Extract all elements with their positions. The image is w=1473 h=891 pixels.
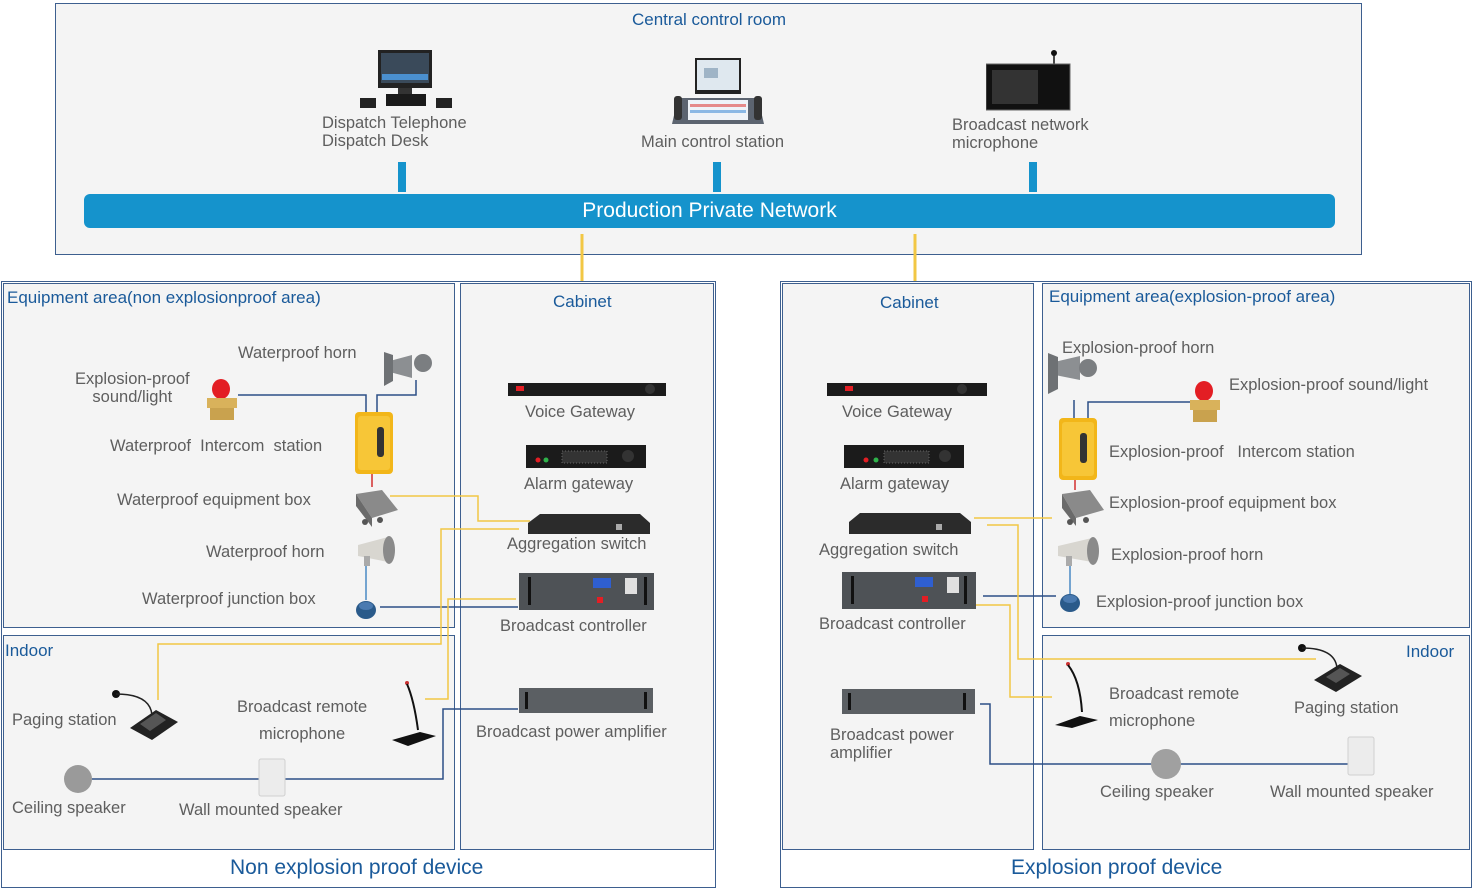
left-alarm-gateway-label: Alarm gateway [524,475,634,493]
left-ceiling-speaker-label: Ceiling speaker [12,799,126,817]
left-indoor-title: Indoor [5,641,54,660]
left-equipment-area-title: Equipment area(non explosionproof area) [7,288,321,307]
explosion-proof-equipment-box-label: Explosion-proof equipment box [1109,494,1337,512]
right-alarm-gateway-label: Alarm gateway [840,475,950,493]
right-remote-mic-label: Broadcast remote microphone [1109,685,1240,730]
right-paging-station-label: Paging station [1294,699,1399,717]
left-aggregation-switch-label: Aggregation switch [507,535,647,553]
explosion-proof-horn-top-label: Explosion-proof horn [1062,339,1215,357]
left-cabinet-panel [460,283,714,850]
left-equipment-area-panel [3,283,455,628]
left-cabinet-title: Cabinet [553,292,612,311]
broadcast-network-microphone-icon [985,48,1072,112]
main-control-station-label: Main control station [641,133,785,151]
network-link-broadcast-mic [1029,162,1037,192]
right-indoor-panel [1042,635,1470,850]
left-power-amplifier-label: Broadcast power amplifier [476,723,667,741]
dispatch-desk-icon [358,50,454,110]
right-indoor-title: Indoor [1406,642,1455,661]
production-private-network-bar: Production Private Network [84,194,1335,228]
right-power-amplifier-label: Broadcast power amplifier [830,726,954,762]
left-voice-gateway-label: Voice Gateway [525,403,636,421]
right-equipment-area-title: Equipment area(explosion-proof area) [1049,287,1336,306]
waterproof-equipment-box-label: Waterproof equipment box [117,491,311,509]
network-link-dispatch [398,162,406,192]
central-control-room-title: Central control room [632,10,787,29]
explosion-proof-footer: Explosion proof device [1011,856,1223,879]
network-link-main-control [713,162,721,192]
explosion-proof-intercom-label: Explosion-proof Intercom station [1109,443,1355,461]
left-paging-station-label: Paging station [12,711,117,729]
dispatch-desk-label: Dispatch Telephone Dispatch Desk [322,114,467,150]
left-remote-mic-label: Broadcast remote microphone [237,698,368,743]
waterproof-intercom-label: Waterproof Intercom station [110,437,323,455]
waterproof-junction-box-label: Waterproof junction box [142,590,316,608]
waterproof-horn-bottom-label: Waterproof horn [206,543,325,561]
right-cabinet-panel [782,283,1034,850]
non-explosion-proof-footer: Non explosion proof device [230,856,484,879]
left-broadcast-controller-label: Broadcast controller [500,617,647,635]
right-broadcast-controller-label: Broadcast controller [819,615,966,633]
waterproof-horn-top-label: Waterproof horn [238,344,357,362]
right-aggregation-switch-label: Aggregation switch [819,541,959,559]
left-wall-speaker-label: Wall mounted speaker [179,801,343,819]
explosion-proof-sound-light-label: Explosion-proof sound/light [1229,376,1429,394]
right-cabinet-title: Cabinet [880,293,939,312]
right-voice-gateway-label: Voice Gateway [842,403,953,421]
main-control-station-icon [668,58,768,128]
right-wall-speaker-label: Wall mounted speaker [1270,783,1434,801]
right-ceiling-speaker-label: Ceiling speaker [1100,783,1214,801]
sound-light-label: Explosion-proof sound/light [75,370,190,406]
explosion-proof-junction-box-label: Explosion-proof junction box [1096,593,1304,611]
explosion-proof-horn-bottom-label: Explosion-proof horn [1111,546,1264,564]
broadcast-network-microphone-label: Broadcast network microphone [952,116,1089,152]
